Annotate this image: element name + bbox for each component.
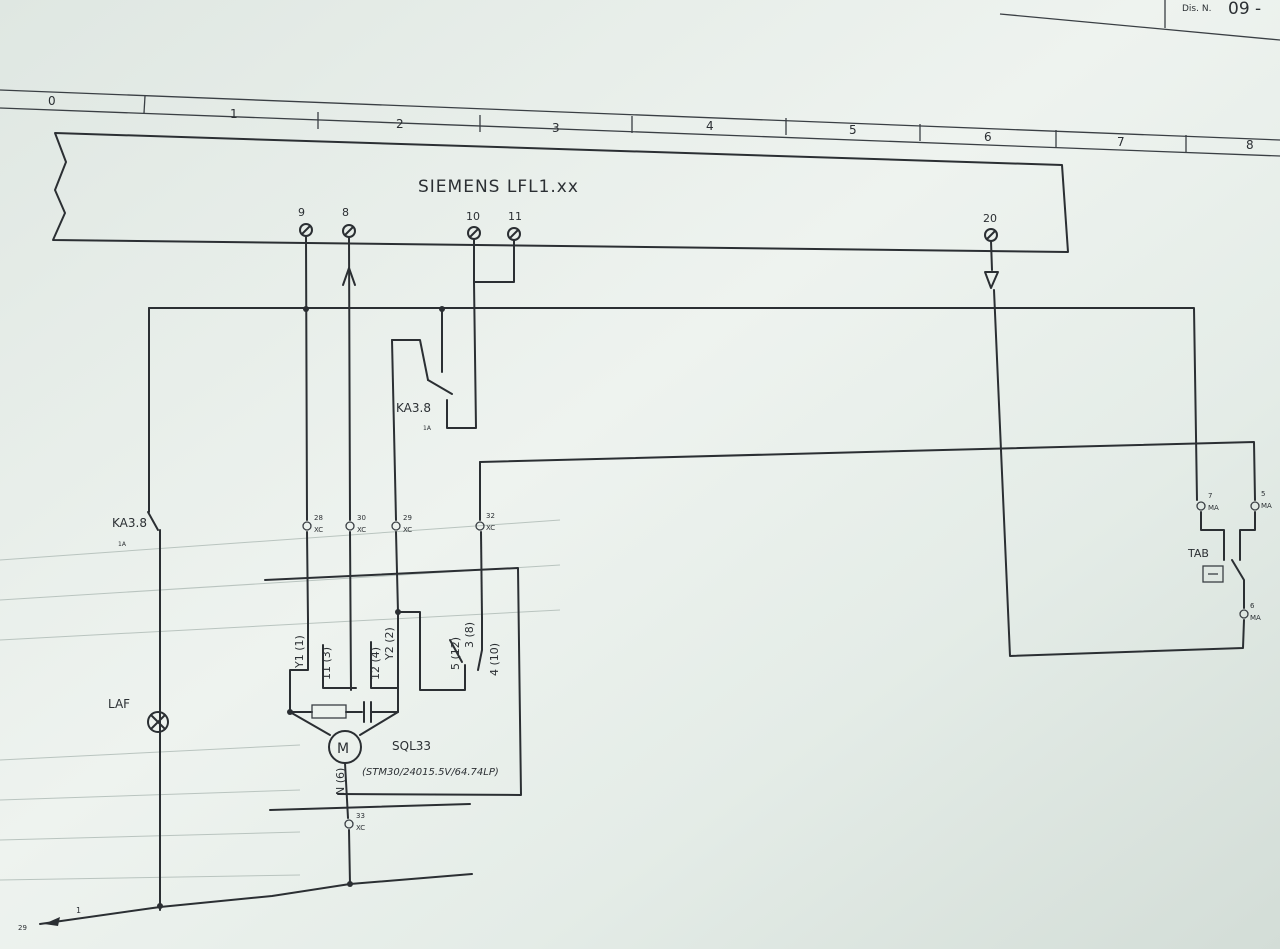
connector-28: 28 XC xyxy=(302,514,323,534)
connector-33: 33 XC xyxy=(344,812,365,832)
lamp-laf: LAF xyxy=(108,697,169,733)
svg-text:28: 28 xyxy=(314,514,323,522)
title-block-number: 09 - xyxy=(1228,0,1261,19)
svg-text:XC: XC xyxy=(403,526,412,534)
terminal-y2: Y2 (2) xyxy=(383,627,396,661)
title-block-label: Dis. N. xyxy=(1182,4,1211,14)
column-label-7: 7 xyxy=(1117,135,1125,149)
connector-5: 5 MA xyxy=(1250,490,1272,511)
motor-spec: (STM30/24015.5V/64.74LP) xyxy=(362,767,499,778)
terminal-4: 4 (10) xyxy=(488,643,501,676)
column-ruler: 0 1 2 3 4 5 6 7 8 xyxy=(0,89,1280,157)
relay-ka38-upper: KA3.8 1A xyxy=(396,401,432,432)
svg-text:33: 33 xyxy=(356,812,365,820)
connector-7: 7 MA xyxy=(1196,492,1219,512)
connector-32: 32 XC xyxy=(475,512,495,532)
terminal-3: 3 (8) xyxy=(463,622,476,648)
terminal-12: 12 (4) xyxy=(369,647,382,680)
controller-name: SIEMENS LFL1.xx xyxy=(418,177,579,197)
line-ref-wire: 1 xyxy=(76,906,81,915)
switch-tab-label: TAB xyxy=(1187,547,1209,560)
column-label-6: 6 xyxy=(984,130,992,144)
connector-30: 30 XC xyxy=(345,514,366,534)
column-label-4: 4 xyxy=(706,119,714,133)
connector-6: 6 MA xyxy=(1239,602,1261,622)
relay-upper-name: KA3.8 xyxy=(396,401,431,415)
relay-ka38-left: KA3.8 1A xyxy=(112,511,159,548)
svg-text:20: 20 xyxy=(983,212,997,225)
svg-text:MA: MA xyxy=(1208,504,1219,512)
motor-symbol: M xyxy=(337,741,349,757)
svg-text:5: 5 xyxy=(1261,490,1265,498)
controller-block: SIEMENS LFL1.xx xyxy=(52,132,1069,253)
connector-29: 29 XC xyxy=(391,514,412,534)
svg-text:XC: XC xyxy=(357,526,366,534)
svg-text:XC: XC xyxy=(356,824,365,832)
svg-text:30: 30 xyxy=(357,514,366,522)
column-label-5: 5 xyxy=(849,123,857,137)
svg-text:XC: XC xyxy=(314,526,323,534)
relay-left-name: KA3.8 xyxy=(112,516,147,530)
column-label-8: 8 xyxy=(1246,138,1254,152)
motor-terminal-labels: Y1 (1) 11 (3) 12 (4) Y2 (2) 5 (12) 3 (8)… xyxy=(293,622,501,680)
svg-text:MA: MA xyxy=(1250,614,1261,622)
svg-text:MA: MA xyxy=(1261,502,1272,510)
terminal-y1: Y1 (1) xyxy=(293,635,306,669)
svg-text:11: 11 xyxy=(508,210,522,223)
column-label-1: 1 xyxy=(230,107,238,121)
motor-neutral-label: N (6) xyxy=(334,768,347,795)
relay-upper-ref: 1A xyxy=(423,425,432,432)
connector-terminals: 28 XC 30 XC 29 XC 32 XC 33 XC 7 MA xyxy=(302,490,1272,832)
title-block: Dis. N. 09 - xyxy=(999,0,1280,41)
svg-text:10: 10 xyxy=(466,210,480,223)
wiring xyxy=(148,235,1256,911)
motor-actuator-sql33: M N (6) SQL33 (STM30/24015.5V/64.74LP) xyxy=(264,567,522,885)
terminal-11: 11 (3) xyxy=(320,647,333,680)
svg-text:XC: XC xyxy=(486,524,495,532)
svg-text:8: 8 xyxy=(342,206,349,219)
terminal-5: 5 (12) xyxy=(449,637,462,670)
column-label-2: 2 xyxy=(396,117,404,131)
bottom-bus: 29 1 xyxy=(18,873,473,932)
relay-left-ref: 1A xyxy=(118,541,127,548)
line-ref-sheet: 29 xyxy=(18,924,27,932)
svg-text:32: 32 xyxy=(486,512,495,520)
svg-text:9: 9 xyxy=(298,206,305,219)
lamp-label: LAF xyxy=(108,697,130,711)
svg-text:29: 29 xyxy=(403,514,412,522)
column-label-3: 3 xyxy=(552,121,560,135)
ruled-lines xyxy=(0,519,561,881)
column-label-0: 0 xyxy=(48,94,56,108)
svg-text:7: 7 xyxy=(1208,492,1212,500)
motor-name: SQL33 xyxy=(392,739,431,753)
svg-text:6: 6 xyxy=(1250,602,1255,610)
